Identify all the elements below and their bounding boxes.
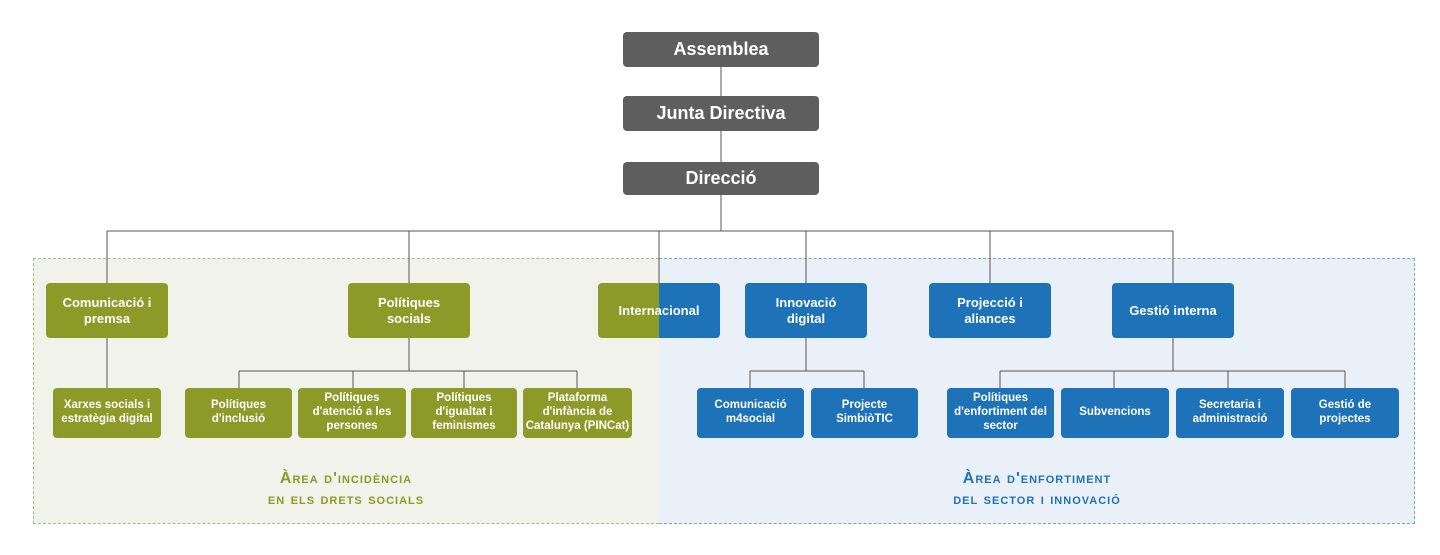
node-secretaria-administracio: Secretaria i administració <box>1176 388 1284 438</box>
node-junta-directiva: Junta Directiva <box>623 96 819 131</box>
node-label: Gestió interna <box>1129 302 1217 318</box>
node-gestio-projectes: Gestió de projectes <box>1291 388 1399 438</box>
area-title-line: Àrea d'enfortiment <box>962 470 1112 487</box>
node-label: Internacional <box>618 302 700 318</box>
node-label: Direcció <box>685 167 757 188</box>
node-internacional: Internacional <box>598 283 720 338</box>
node-label: Subvencions <box>1079 406 1151 419</box>
node-label: Junta Directiva <box>656 102 786 123</box>
node-label: Polítiques d'atenció a les persones <box>312 392 392 432</box>
area-title-line: Àrea d'incidència <box>279 470 413 487</box>
node-label: Secretaria i administració <box>1192 399 1268 425</box>
node-comunicacio-premsa: Comunicació i premsa <box>46 283 168 338</box>
node-label: Projecte SimbiòTIC <box>836 399 893 425</box>
node-politiques-enfortiment: Polítiques d'enfortiment del sector <box>947 388 1054 438</box>
node-politiques-socials: Polítiques socials <box>348 283 470 338</box>
node-label: Gestió de projectes <box>1318 399 1372 425</box>
area-incidencia-title: Àrea d'incidència en els drets socials <box>33 468 659 510</box>
node-projecte-simbiotic: Projecte SimbiòTIC <box>811 388 918 438</box>
node-politiques-igualtat: Polítiques d'igualtat i feminismes <box>411 388 517 438</box>
node-label: Polítiques socials <box>377 294 441 326</box>
area-title-line: del sector i innovació <box>953 491 1121 508</box>
node-projeccio-aliances: Projecció i aliances <box>929 283 1051 338</box>
node-label: Projecció i aliances <box>957 294 1023 326</box>
node-label: Polítiques d'enfortiment del sector <box>954 392 1047 432</box>
node-politiques-atencio: Polítiques d'atenció a les persones <box>298 388 406 438</box>
node-pincat: Plataforma d'infància de Catalunya (PINC… <box>523 388 632 438</box>
node-label: Comunicació i premsa <box>62 294 152 326</box>
node-label: Comunicació m4social <box>714 399 787 425</box>
node-label: Xarxes socials i estratègia digital <box>61 399 153 425</box>
node-innovacio-digital: Innovació digital <box>745 283 867 338</box>
node-comunicacio-m4social: Comunicació m4social <box>697 388 804 438</box>
node-direccio: Direcció <box>623 162 819 195</box>
node-subvencions: Subvencions <box>1061 388 1169 438</box>
node-label: Innovació digital <box>775 294 837 326</box>
area-enfortiment-title: Àrea d'enfortiment del sector i innovaci… <box>659 468 1415 510</box>
node-gestio-interna: Gestió interna <box>1112 283 1234 338</box>
node-label: Assemblea <box>673 38 769 59</box>
node-politiques-inclusio: Polítiques d'inclusió <box>185 388 292 438</box>
node-assemblea: Assemblea <box>623 32 819 67</box>
node-label: Polítiques d'inclusió <box>211 399 266 425</box>
area-title-line: en els drets socials <box>267 491 425 508</box>
node-label: Polítiques d'igualtat i feminismes <box>432 392 496 432</box>
node-label: Plataforma d'infància de Catalunya (PINC… <box>525 392 630 432</box>
node-xarxes-socials: Xarxes socials i estratègia digital <box>53 388 161 438</box>
